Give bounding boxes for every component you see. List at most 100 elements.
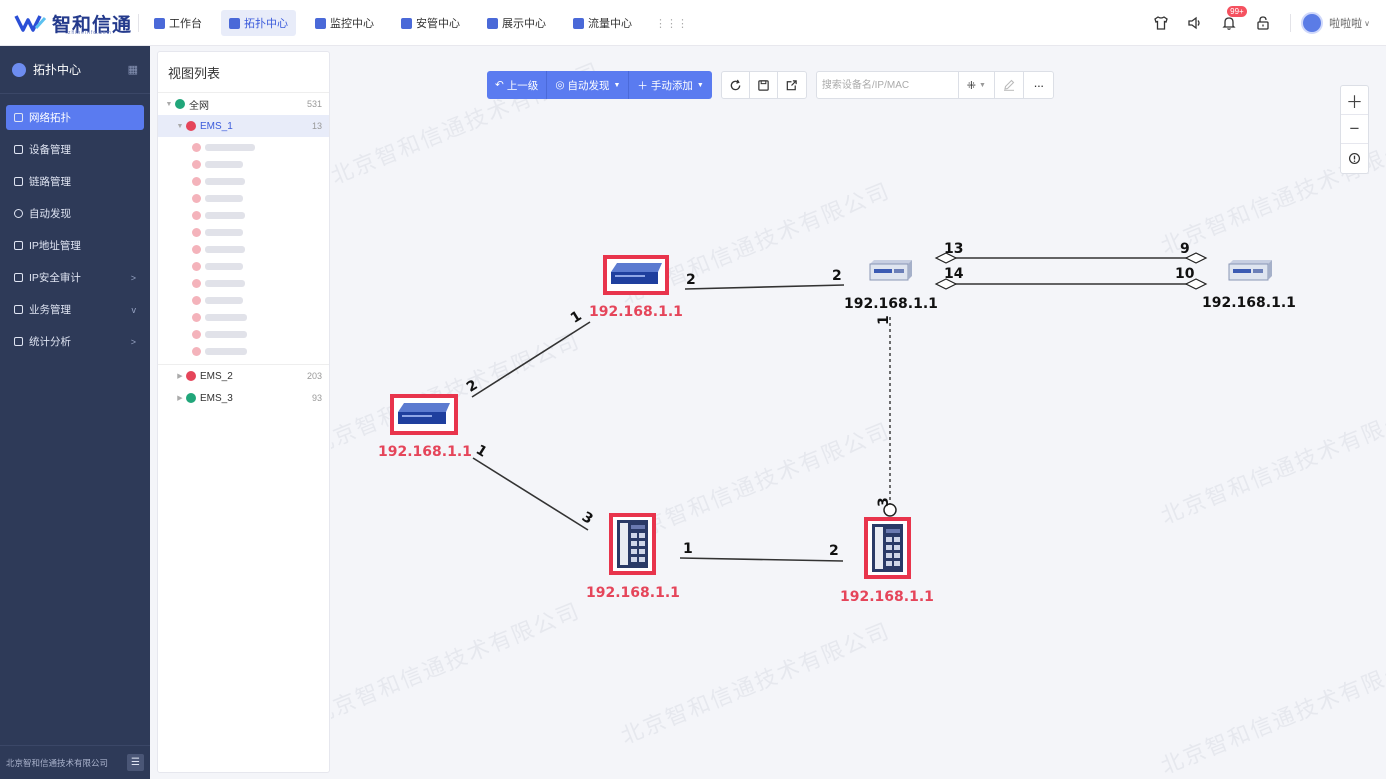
zoom-in-button[interactable]: ＋ [1341,86,1368,115]
back-button[interactable]: ↶ 上一级 [487,71,548,99]
device-node-d5[interactable]: 192.168.1.1 [586,513,680,601]
caret-down-icon[interactable]: ▼ [165,100,173,108]
switch-icon [611,263,662,284]
topology-graph[interactable]: 2 2 2 1 1 3 1 2 1 3 13 9 14 10 192.168.1… [331,46,1386,779]
notification-bell-icon[interactable]: 99+ [1219,6,1247,33]
sidebar-item-auto-discovery[interactable]: 自动发现 [6,201,144,226]
grid-icon[interactable]: ▦ [127,64,138,76]
device-node-d6[interactable]: 192.168.1.1 [840,517,934,605]
link-d5-d6[interactable] [679,557,844,562]
blurred-label [205,161,243,168]
topnav-label: 流量中心 [588,18,632,30]
top-divider [138,14,139,32]
fit-view-button[interactable] [1341,144,1368,173]
topnav-monitor[interactable]: 监控中心 [307,10,382,36]
top-bar: 智和信通 zhiheinfo.com 工作台 拓扑中心 监控中心 安管中心 展示… [0,0,1386,46]
sidebar-item-link-management[interactable]: 链路管理 [6,169,144,194]
edit-button[interactable] [995,72,1024,98]
sidebar-item-network-topology[interactable]: 网络拓扑 [6,105,144,130]
save-button[interactable] [750,72,778,98]
topnav-security[interactable]: 安管中心 [393,10,468,36]
link-d2-d3[interactable] [684,284,845,290]
search-input[interactable] [816,72,959,98]
compass-icon [14,209,23,218]
tree-child-blurred[interactable] [192,343,329,360]
collapse-sidebar-icon[interactable]: ☰ [127,754,144,771]
tree-node-count: 93 [311,393,322,403]
device-node-d1[interactable]: 192.168.1.1 [378,394,472,460]
topnav-display[interactable]: 展示中心 [479,10,554,36]
sidebar-item-statistics[interactable]: 统计分析 > [6,329,144,354]
topology-center-icon [12,62,26,77]
sidebar-item-ip-security-audit[interactable]: IP安全审计 > [6,265,144,290]
tree-child-blurred[interactable] [192,224,329,241]
topnav-traffic[interactable]: 流量中心 [565,10,640,36]
sound-icon[interactable] [1185,13,1205,33]
topnav-label: 展示中心 [502,18,546,30]
apps-grid-icon[interactable]: ⋮⋮⋮ [655,17,688,30]
switch-icon [398,403,450,424]
tree-child-blurred[interactable] [192,139,329,156]
export-button[interactable] [778,72,806,98]
topology-icon [14,113,23,122]
port-label: 1 [473,442,490,461]
tree-child-blurred[interactable] [192,292,329,309]
tree-node-ems2[interactable]: ▶ EMS_2 203 [158,365,329,387]
topnav-topology[interactable]: 拓扑中心 [221,10,296,36]
tree-child-blurred[interactable] [192,241,329,258]
device-node-d3[interactable]: 192.168.1.1 [844,260,938,312]
device-node-d2[interactable]: 192.168.1.1 [589,255,683,320]
auto-discover-label: 自动发现 [567,79,610,92]
caret-right-icon[interactable]: ▶ [177,373,183,380]
link-d1-d2[interactable] [471,321,591,398]
port-label: 9 [1180,241,1190,257]
tree-child-blurred[interactable] [192,190,329,207]
manual-add-button[interactable]: ＋ 手动添加 ▼ [629,71,712,99]
theme-icon[interactable] [1151,13,1171,33]
tree-child-blurred[interactable] [192,309,329,326]
refresh-button[interactable] [722,72,750,98]
device-node-d4[interactable]: 192.168.1.1 [1202,260,1296,311]
minus-icon: − [1349,119,1360,138]
tree-child-blurred[interactable] [192,258,329,275]
more-button[interactable]: ··· [1024,72,1053,98]
sidebar-item-ip-management[interactable]: IP地址管理 [6,233,144,258]
logo-mark-icon [14,15,47,32]
chevron-down-icon[interactable]: ∨ [1364,18,1370,28]
link-end-diamond [934,278,958,290]
tree-node-ems3[interactable]: ▶ EMS_3 93 [158,387,329,409]
blurred-label [205,229,243,236]
tree-node-label: 全网 [189,100,209,112]
caret-down-icon[interactable]: ▼ [176,122,184,130]
sidebar-item-label: 设备管理 [29,144,71,156]
node-status-icon [192,279,201,288]
node-status-icon [192,262,201,271]
ems1-children-blurred [158,137,329,365]
zoom-out-button[interactable]: − [1341,115,1368,144]
topnav-workbench[interactable]: 工作台 [146,10,210,36]
tree-child-blurred[interactable] [192,156,329,173]
layout-button[interactable]: ⁜ ▼ [959,72,995,98]
tree-child-blurred[interactable] [192,326,329,343]
blurred-label [205,212,245,219]
avatar[interactable] [1301,12,1324,34]
link-d1-d5[interactable] [472,457,589,531]
caret-right-icon[interactable]: ▶ [177,395,183,402]
tree-node-all[interactable]: ▼ 全网 531 [158,93,329,115]
plus-icon: ＋ [637,79,648,92]
node-status-icon [192,313,201,322]
zoom-controls: ＋ − [1340,85,1369,174]
sidebar-footer: 北京智和信通技术有限公司 ☰ [0,745,150,779]
tree-child-blurred[interactable] [192,173,329,190]
sidebar-item-business-management[interactable]: 业务管理 v [6,297,144,322]
username[interactable]: 啦啦啦 [1329,18,1363,30]
port-label: 2 [832,268,842,284]
lock-icon[interactable] [1253,13,1273,33]
brand-logo[interactable]: 智和信通 zhiheinfo.com [14,10,132,36]
tree-child-blurred[interactable] [192,207,329,224]
tree-node-ems1[interactable]: ▼ EMS_1 13 [158,115,329,137]
sidebar-item-device-management[interactable]: 设备管理 [6,137,144,162]
plus-icon: ＋ [1346,92,1363,112]
tree-child-blurred[interactable] [192,275,329,292]
auto-discover-button[interactable]: ◎ 自动发现 ▼ [547,71,630,99]
